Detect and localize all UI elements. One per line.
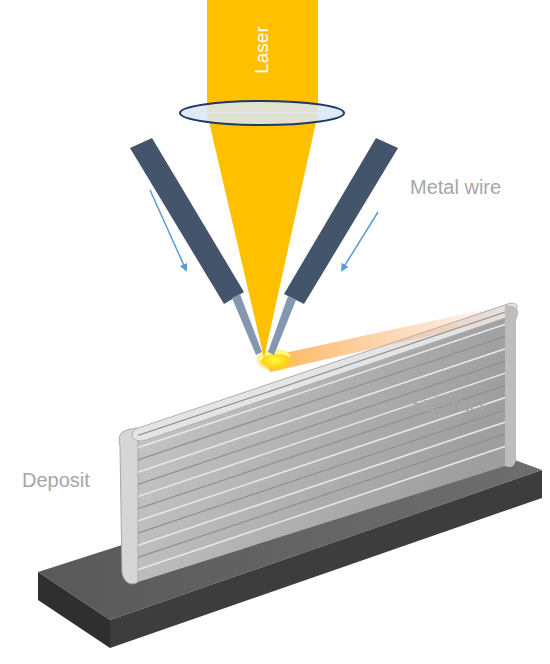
lens [180,101,344,125]
metal-wire-left [130,138,262,355]
layer-line [118,417,520,552]
feed-arrow [342,212,378,270]
layer-line [118,356,520,491]
deposit-label: Deposit [22,468,90,492]
layer-line [118,429,520,564]
laser-cone [207,113,318,358]
layer-line [118,393,520,528]
subtract-label: Subtract [410,392,484,416]
layer-line [118,405,520,540]
layer-line [118,380,520,515]
layer-line [118,344,520,479]
layer-line [118,441,520,576]
layer-line [118,368,520,503]
metal-wire-right [268,138,398,355]
laser-label: Laser [251,26,274,74]
laser-beam [207,0,318,112]
layer-line [118,319,520,454]
deposit-wall [118,303,520,584]
hot-trail [262,305,514,372]
feed-arrow [150,190,186,270]
wire-label: Metal wire [410,175,501,199]
